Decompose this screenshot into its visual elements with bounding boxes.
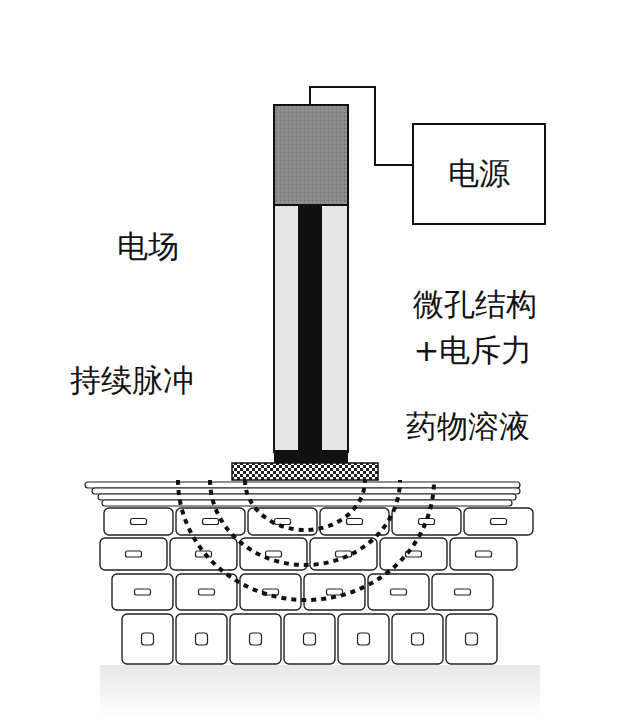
- field-arcs: [178, 480, 434, 600]
- node-text: 电源: [448, 155, 510, 192]
- drug-label: 药物溶液: [406, 408, 530, 445]
- power-box: 电源: [412, 123, 546, 225]
- field-label: 电场: [117, 228, 179, 265]
- force-label: +电斥力: [414, 332, 533, 369]
- skin-layers: [85, 482, 533, 664]
- tissue-fade: [100, 665, 540, 718]
- electrode-probe: [274, 105, 348, 464]
- drug-pad: [232, 463, 378, 480]
- structure-label: 微孔结构: [413, 286, 537, 323]
- pulse-label: 持续脉冲: [70, 362, 194, 399]
